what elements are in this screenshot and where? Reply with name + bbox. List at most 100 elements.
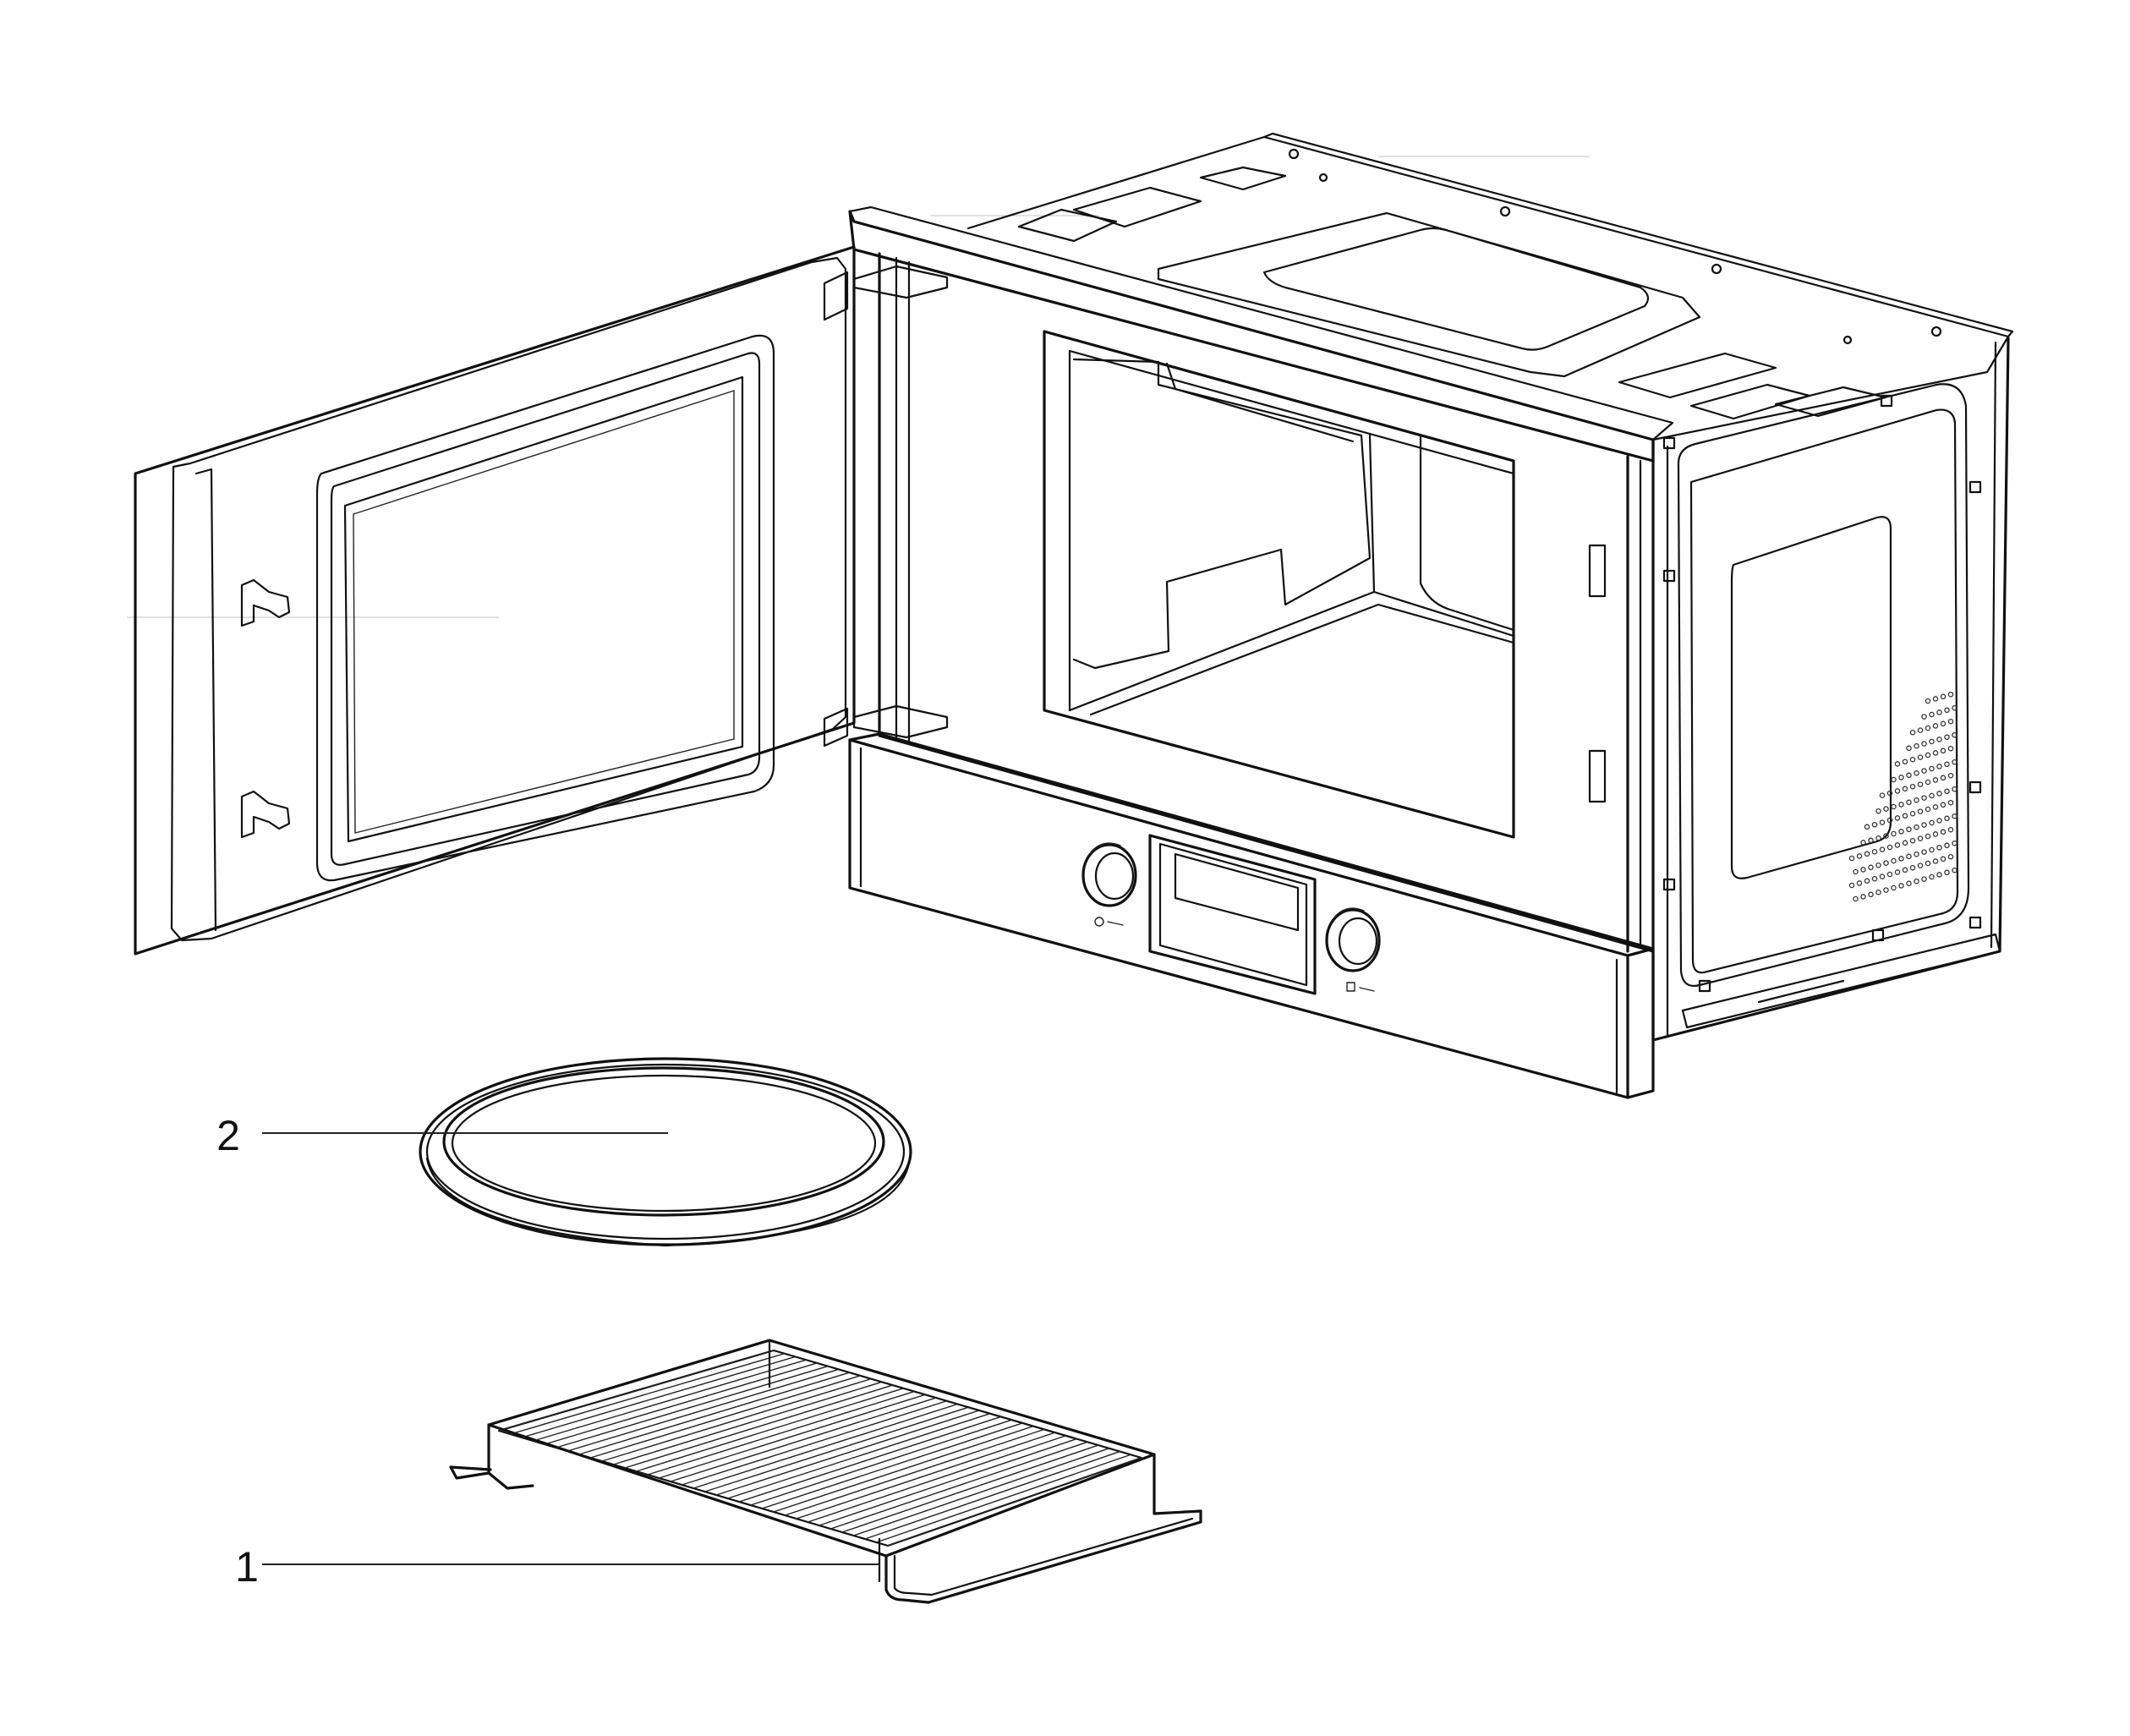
callout-1: 1 xyxy=(235,1543,879,1591)
vent-hole xyxy=(1894,788,1901,794)
vent-hole xyxy=(1891,884,1897,891)
vent-hole xyxy=(1898,829,1904,835)
vent-hole xyxy=(1914,742,1919,749)
rack-wire xyxy=(658,1394,926,1479)
vent-hole xyxy=(1932,696,1939,702)
vent-hole xyxy=(1848,855,1855,862)
rack-wire xyxy=(681,1400,948,1486)
vent-hole xyxy=(1894,761,1901,767)
rack-wire xyxy=(887,1457,1142,1547)
vent-hole xyxy=(1917,835,1924,841)
display-window xyxy=(1148,834,1317,995)
control-panel xyxy=(848,732,1655,1099)
turntable-tray xyxy=(419,1057,912,1247)
vent-hole xyxy=(1898,802,1904,808)
vent-hole xyxy=(1848,882,1855,889)
callout-number: 1 xyxy=(235,1543,259,1591)
vent-hole xyxy=(1940,720,1947,727)
vent-hole xyxy=(1902,840,1908,846)
vent-hole xyxy=(1856,880,1863,886)
vent-hole xyxy=(1940,829,1947,835)
vent-hole xyxy=(1929,846,1935,853)
vent-hole xyxy=(1906,853,1912,860)
vent-hole xyxy=(1886,844,1893,851)
vent-hole xyxy=(1914,824,1919,830)
rack-wires xyxy=(498,1350,1142,1547)
rack-wire xyxy=(498,1350,775,1432)
vent-hole xyxy=(1871,848,1878,855)
oven-body xyxy=(848,132,2014,1042)
vent-hole xyxy=(1944,788,1950,795)
rack-wire xyxy=(555,1365,829,1448)
vent-hole xyxy=(1936,872,1942,878)
side-screws xyxy=(1662,394,1982,993)
vent-hole xyxy=(1914,769,1919,776)
vent-hole xyxy=(1952,813,1958,819)
vent-hole xyxy=(1944,707,1950,714)
vent-hole xyxy=(1883,860,1889,866)
vent-hole xyxy=(1925,833,1931,840)
rack-wire xyxy=(773,1425,1034,1513)
vent-hole xyxy=(1909,783,1916,790)
vent-hole xyxy=(1932,804,1939,810)
vent-hole xyxy=(1894,842,1901,848)
rack-wire xyxy=(509,1353,786,1435)
vent-hole xyxy=(1875,889,1881,895)
vent-hole xyxy=(1871,875,1878,882)
vent-hole xyxy=(1860,867,1866,873)
vent-hole xyxy=(1925,779,1931,786)
vent-hole xyxy=(1932,777,1939,783)
rack-wire xyxy=(589,1375,862,1459)
vent-hole xyxy=(1891,803,1897,810)
vent-hole xyxy=(1929,792,1935,799)
rack-wire xyxy=(841,1444,1099,1533)
rack-wire xyxy=(796,1432,1056,1520)
vent-hole xyxy=(1925,860,1931,867)
vent-hole xyxy=(1929,711,1935,718)
vent-hole xyxy=(1860,894,1866,900)
rack-wire xyxy=(693,1403,959,1489)
vent-hole xyxy=(1917,727,1924,733)
rack-wire xyxy=(738,1416,1002,1503)
rack-wire xyxy=(807,1435,1067,1523)
rack-wire xyxy=(635,1388,905,1472)
rack-wire xyxy=(864,1450,1121,1540)
vent-hole xyxy=(1906,880,1912,887)
rack-wire xyxy=(612,1381,883,1465)
vent-hole xyxy=(1864,851,1870,857)
right-control-knob xyxy=(1325,907,1381,992)
vent-hole xyxy=(1925,725,1931,731)
vent-hole xyxy=(1906,826,1912,833)
vent-hole xyxy=(1853,868,1859,875)
vent-hole xyxy=(1917,754,1924,760)
vent-hole xyxy=(1868,837,1874,844)
vent-hole xyxy=(1932,858,1939,864)
vent-hole xyxy=(1909,810,1916,817)
vent-hole xyxy=(1921,849,1927,855)
vent-hole xyxy=(1853,895,1859,902)
vent-hole xyxy=(1947,745,1954,752)
vent-hole xyxy=(1947,691,1954,698)
vent-hole xyxy=(1925,806,1931,813)
vent-hole xyxy=(1902,867,1908,873)
rack-wire xyxy=(715,1410,980,1496)
vent-hole xyxy=(1932,831,1939,837)
vent-hole xyxy=(1879,792,1886,798)
rack-wire xyxy=(624,1384,894,1469)
vent-hole xyxy=(1902,786,1908,792)
rack-wire xyxy=(601,1377,872,1462)
vent-hole xyxy=(1936,791,1942,797)
oven-door xyxy=(134,245,856,956)
vent-hole xyxy=(1914,878,1919,884)
vent-hole xyxy=(1947,853,1954,860)
vent-hole xyxy=(1891,776,1897,783)
vent-hole xyxy=(1914,851,1919,857)
vent-hole xyxy=(1952,867,1958,873)
vent-hole xyxy=(1917,863,1924,868)
rack-wire xyxy=(567,1368,840,1452)
vent-hole xyxy=(1860,840,1866,846)
vent-hole xyxy=(1944,734,1950,741)
vent-hole xyxy=(1909,864,1916,871)
vent-hole xyxy=(1921,876,1927,882)
